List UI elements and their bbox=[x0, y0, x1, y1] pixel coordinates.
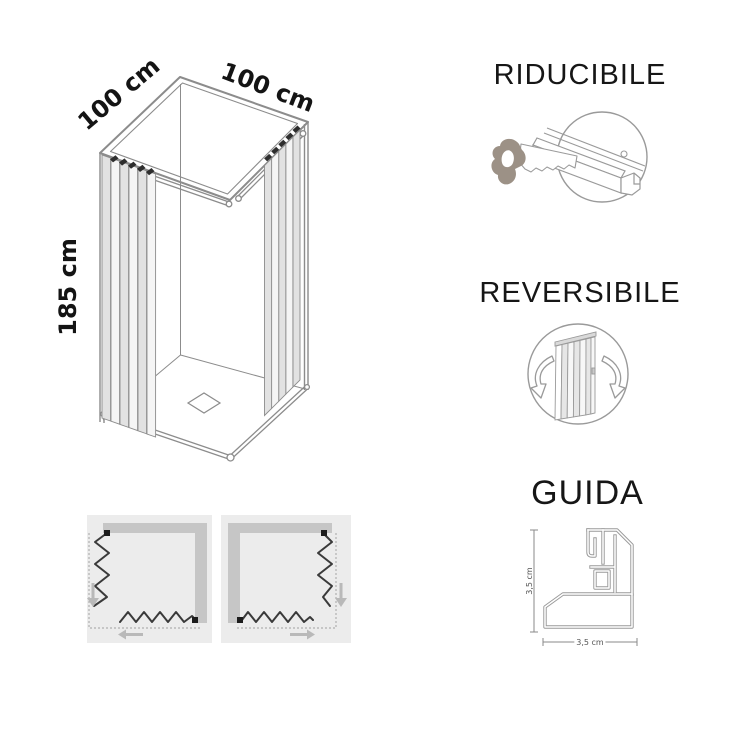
config-left-vertical-zigzag-door bbox=[93, 532, 110, 607]
config-left-pivot-bottom bbox=[192, 617, 198, 623]
config-left-wall-right bbox=[195, 523, 207, 623]
saw-handle bbox=[491, 138, 526, 185]
folding-door-panel bbox=[554, 331, 597, 421]
config-left-wall-top bbox=[103, 523, 207, 533]
config-right-arrow-down bbox=[335, 583, 347, 607]
config-left-arrow-left bbox=[118, 629, 143, 640]
config-right-wall-top bbox=[228, 523, 332, 533]
arrow-curved-right bbox=[601, 355, 626, 399]
config-left-pivot-top bbox=[104, 530, 110, 536]
wall-profile-rail bbox=[543, 127, 646, 172]
config-left-background bbox=[87, 515, 212, 643]
profile-dimension-vertical bbox=[530, 529, 538, 633]
reversal-arrows bbox=[530, 355, 626, 399]
shower-isometric-diagram: 100 cm 100 cm 185 cm bbox=[54, 52, 318, 462]
saw-blade bbox=[518, 143, 578, 173]
feature-title-reversibile: REVERSIBILE bbox=[479, 277, 681, 309]
config-left-opening-dashed bbox=[88, 533, 200, 629]
right-folding-door-stack bbox=[264, 128, 301, 417]
track-profile-cross-section-icon: 3,5 cm 3,5 cm bbox=[525, 528, 638, 650]
profile-cross-section bbox=[543, 528, 634, 629]
feature-title-riducibile: RIDUCIBILE bbox=[493, 59, 667, 91]
shower-drain bbox=[186, 392, 222, 414]
config-right-horizontal-zigzag-door bbox=[241, 611, 314, 623]
configuration-diagrams bbox=[87, 515, 351, 643]
left-folding-door-stack bbox=[101, 154, 157, 438]
config-right-vertical-zigzag-door bbox=[317, 532, 333, 607]
dimension-label-back-left: 100 cm bbox=[72, 52, 165, 136]
bottom-right-rail bbox=[226, 383, 311, 462]
saw-cutting-profile-icon bbox=[491, 111, 648, 203]
icon-circle bbox=[527, 323, 629, 425]
feature-title-guida: GUIDA bbox=[531, 474, 644, 512]
config-right-arrow-right bbox=[290, 629, 315, 640]
config-right-pivot-top bbox=[321, 530, 327, 536]
left-door-clips bbox=[110, 155, 155, 176]
folding-door-reversible-arrows-icon bbox=[527, 323, 629, 425]
config-left-horizontal-zigzag-door bbox=[119, 611, 196, 623]
config-left-arrow-down bbox=[87, 583, 99, 607]
config-right-wall-left bbox=[228, 523, 240, 623]
config-diagram-right bbox=[221, 515, 351, 643]
config-diagram-left bbox=[87, 515, 212, 643]
profile-dimension-horizontal bbox=[542, 638, 638, 646]
top-frame bbox=[99, 76, 309, 201]
profile-dim-label-horizontal: 3,5 cm bbox=[576, 638, 604, 647]
panel-handle bbox=[591, 367, 596, 375]
dimension-label-height: 185 cm bbox=[54, 238, 82, 336]
profile-dim-label-vertical: 3,5 cm bbox=[525, 567, 534, 595]
config-right-background bbox=[221, 515, 351, 643]
config-right-pivot-bottom bbox=[237, 617, 243, 623]
right-door-clips bbox=[264, 125, 301, 162]
hand-saw bbox=[491, 138, 578, 185]
arrow-curved-left bbox=[530, 355, 555, 399]
